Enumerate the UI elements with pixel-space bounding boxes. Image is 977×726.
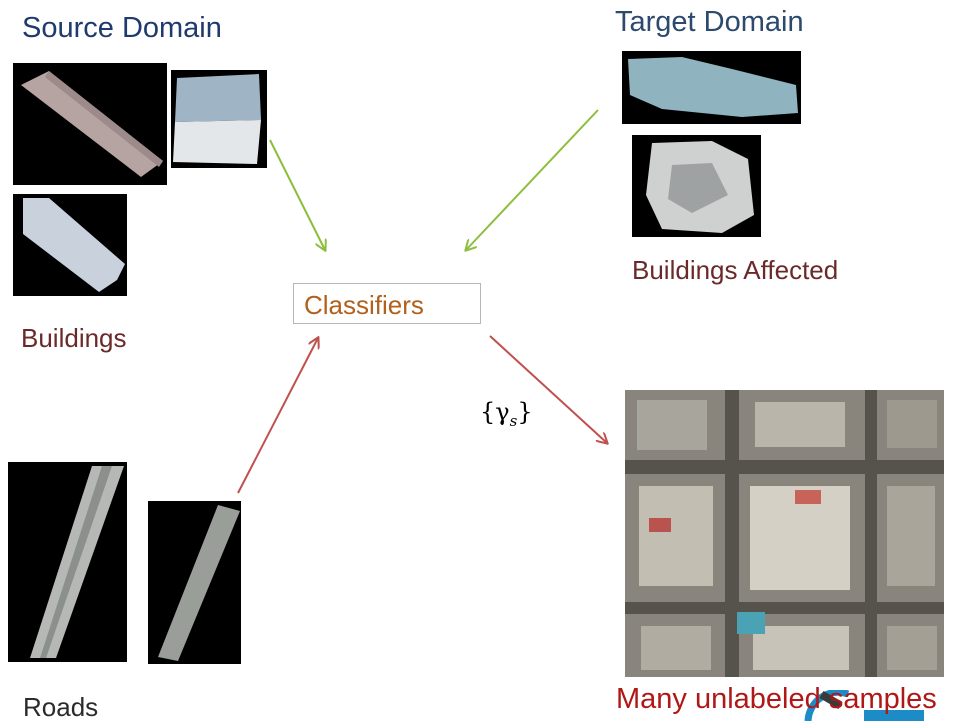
- target-to-classifier-arrow: [466, 109, 599, 250]
- source-domain-heading: Source Domain: [22, 12, 222, 44]
- satellite-logo: [790, 688, 930, 722]
- target-building-image-2: [632, 135, 761, 237]
- aerial-image-unlabeled-samples: [625, 390, 944, 677]
- buildings-label: Buildings: [21, 323, 127, 353]
- road-image-1: [8, 462, 127, 662]
- roads-to-classifier-arrow: [237, 338, 318, 494]
- source-building-image-1: [13, 63, 167, 185]
- target-domain-heading: Target Domain: [615, 6, 804, 38]
- gamma-subscript: s: [509, 411, 518, 430]
- road-image-2: [148, 501, 241, 664]
- source-building-image-3: [13, 194, 127, 296]
- target-building-image-1: [622, 51, 801, 124]
- gamma-close: }: [517, 398, 533, 426]
- source-to-classifier-arrow: [269, 139, 325, 250]
- source-building-image-2: [171, 70, 267, 168]
- gamma-label: {γs}: [480, 398, 533, 430]
- gamma-symbol: {γ: [480, 398, 510, 426]
- roads-label: Roads: [23, 692, 99, 722]
- unlabeled-samples-label: Many unlabeled samples: [616, 683, 937, 715]
- buildings-affected-label: Buildings Affected: [632, 255, 839, 285]
- classifier-to-samples-arrow: [489, 335, 607, 443]
- classifiers-label: Classifiers: [304, 290, 424, 320]
- classifiers-box: Classifiers: [293, 283, 481, 324]
